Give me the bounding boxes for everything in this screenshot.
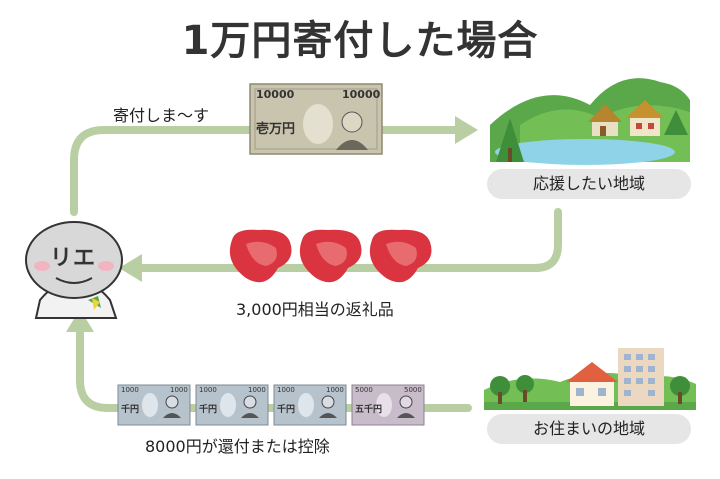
banknote-1000-a-num-right: 1000 (170, 386, 188, 394)
banknote-5000-num-right: 5000 (404, 386, 422, 394)
label-home-region: お住まいの地域 (487, 414, 691, 444)
label-return-gift: 3,000円相当の返礼品 (236, 300, 394, 319)
banknote-10000-num-right: 10000 (342, 88, 381, 101)
person-face-text: リエ (50, 246, 97, 271)
banknote-1000-c-num-right: 1000 (326, 386, 344, 394)
banknote-1000-a-text: 千円 (121, 405, 140, 415)
banknote-1000-a-num-left: 1000 (121, 386, 139, 394)
meat-2 (299, 229, 362, 283)
banknote-10000-text: 壱万円 (256, 122, 296, 137)
support-region-illustration (490, 78, 690, 165)
person-illustration (25, 221, 123, 319)
arrow-gift-head (119, 254, 142, 282)
banknote-5000-num-left: 5000 (355, 386, 373, 394)
banknote-1000-a (117, 384, 191, 426)
banknote-1000-c (273, 384, 347, 426)
meat-3 (369, 229, 432, 283)
arrow-gift (136, 208, 562, 272)
banknote-5000 (351, 384, 425, 426)
arrow-refund (76, 326, 472, 412)
banknote-1000-c-text: 千円 (277, 405, 296, 415)
banknote-1000-b-text: 千円 (199, 405, 218, 415)
banknote-10000 (249, 83, 383, 155)
arrow-refund-head (66, 309, 94, 332)
label-support-region: 応援したい地域 (487, 169, 691, 199)
arrow-donate (70, 126, 459, 216)
label-donate: 寄付しま～す (113, 106, 210, 125)
banknote-5000-text: 五千円 (355, 405, 383, 415)
home-region-illustration (484, 348, 696, 410)
label-refund: 8000円が還付または控除 (145, 437, 330, 456)
page-title: 1万円寄付した場合 (181, 18, 539, 64)
banknote-10000-num-left: 10000 (256, 88, 295, 101)
banknote-1000-b-num-right: 1000 (248, 386, 266, 394)
banknote-1000-c-num-left: 1000 (277, 386, 295, 394)
banknote-1000-b-num-left: 1000 (199, 386, 217, 394)
banknote-1000-b (195, 384, 269, 426)
arrow-donate-head (455, 116, 478, 144)
meat-1 (229, 229, 292, 283)
